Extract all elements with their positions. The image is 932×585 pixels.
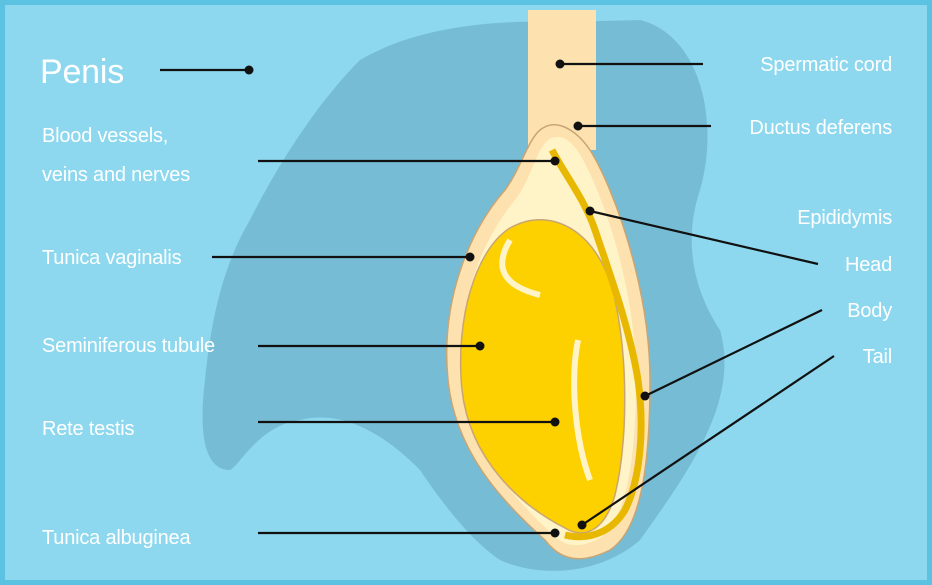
- dot-tunica-vaginalis: [466, 253, 475, 262]
- label-blood-vessels-line2: veins and nerves: [42, 162, 190, 188]
- label-body: Body: [847, 298, 892, 324]
- label-tail: Tail: [863, 344, 892, 370]
- dot-rete-testis: [551, 418, 560, 427]
- dot-ductus: [574, 122, 583, 131]
- dot-spermatic-cord: [556, 60, 565, 69]
- label-tunica-albuginea: Tunica albuginea: [42, 525, 190, 551]
- label-blood-vessels-line1: Blood vessels,: [42, 123, 168, 149]
- dot-body: [641, 392, 650, 401]
- dot-tail: [578, 521, 587, 530]
- label-spermatic-cord: Spermatic cord: [760, 52, 892, 78]
- dot-penis: [245, 66, 254, 75]
- label-tunica-vaginalis: Tunica vaginalis: [42, 245, 181, 271]
- label-head: Head: [845, 252, 892, 278]
- dot-blood-vessels: [551, 157, 560, 166]
- dot-tunica-albuginea: [551, 529, 560, 538]
- label-ductus-deferens: Ductus deferens: [749, 115, 892, 141]
- label-seminiferous-tubule: Seminiferous tubule: [42, 333, 215, 359]
- label-epididymis: Epididymis: [797, 205, 892, 231]
- label-rete-testis: Rete testis: [42, 416, 134, 442]
- dot-head: [586, 207, 595, 216]
- dot-seminiferous: [476, 342, 485, 351]
- label-penis: Penis: [40, 52, 124, 92]
